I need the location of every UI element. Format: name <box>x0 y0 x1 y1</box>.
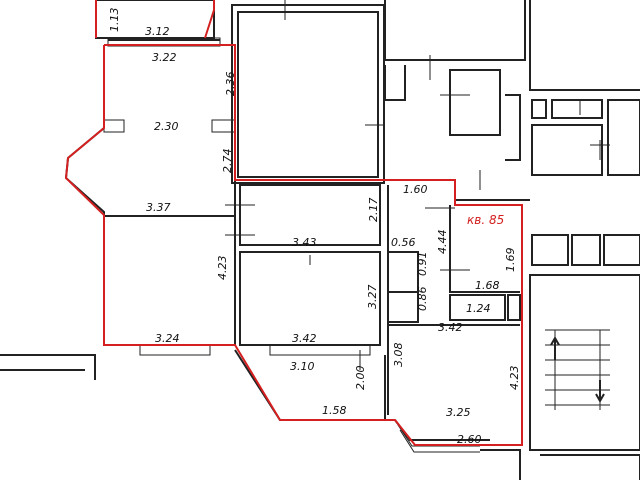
dim-kitchen-bottom: 2.60 <box>457 433 482 446</box>
apartment-number-label: кв. 85 <box>467 213 504 227</box>
dim-room1-depth-lower: 2.74 <box>221 149 234 174</box>
dim-storage-depth: 1.69 <box>504 248 517 273</box>
dim-wc-width: 1.24 <box>466 302 491 315</box>
dim-room2-width: 3.24 <box>155 332 180 345</box>
dim-room1-width-bottom: 3.37 <box>146 201 171 214</box>
dim-kitchen-room-width: 3.42 <box>438 321 463 334</box>
dim-balcony-depth: 1.13 <box>108 8 121 33</box>
dim-niche: 0.56 <box>391 236 416 249</box>
dim-room1-depth-upper: 2.36 <box>224 72 237 97</box>
apartment-outline <box>64 0 523 446</box>
dim-room1-width-top: 3.22 <box>152 51 177 64</box>
dim-storage-width: 1.68 <box>475 279 500 292</box>
dim-loggia-bottom: 1.58 <box>322 404 347 417</box>
dim-room2-depth: 4.23 <box>216 256 229 281</box>
dim-loggia-depth: 2.00 <box>354 366 367 391</box>
dimension-labels: 1.13 3.12 3.22 2.36 2.30 2.74 3.37 4.23 … <box>108 8 521 447</box>
dim-balcony-width: 3.12 <box>145 25 170 38</box>
dim-corridor-depth: 2.17 <box>367 198 380 223</box>
dim-hall-width: 1.60 <box>403 183 428 196</box>
dim-kitchen-depth-right: 4.23 <box>508 366 521 391</box>
dim-bath-depth: 0.91 <box>416 252 429 277</box>
apartment-walls <box>64 0 610 453</box>
dim-wc-depth: 0.86 <box>416 287 429 312</box>
dim-hall-length: 4.44 <box>436 230 449 255</box>
dim-room3-depth: 3.27 <box>366 285 379 310</box>
dim-loggia-width: 3.10 <box>290 360 315 373</box>
dim-kitchen-depth: 3.08 <box>392 343 405 368</box>
dim-corridor-width: 3.43 <box>292 236 317 249</box>
dim-room3-width: 3.42 <box>292 332 317 345</box>
dim-kitchen-width: 3.25 <box>446 406 471 419</box>
dim-room1-bay: 2.30 <box>154 120 179 133</box>
